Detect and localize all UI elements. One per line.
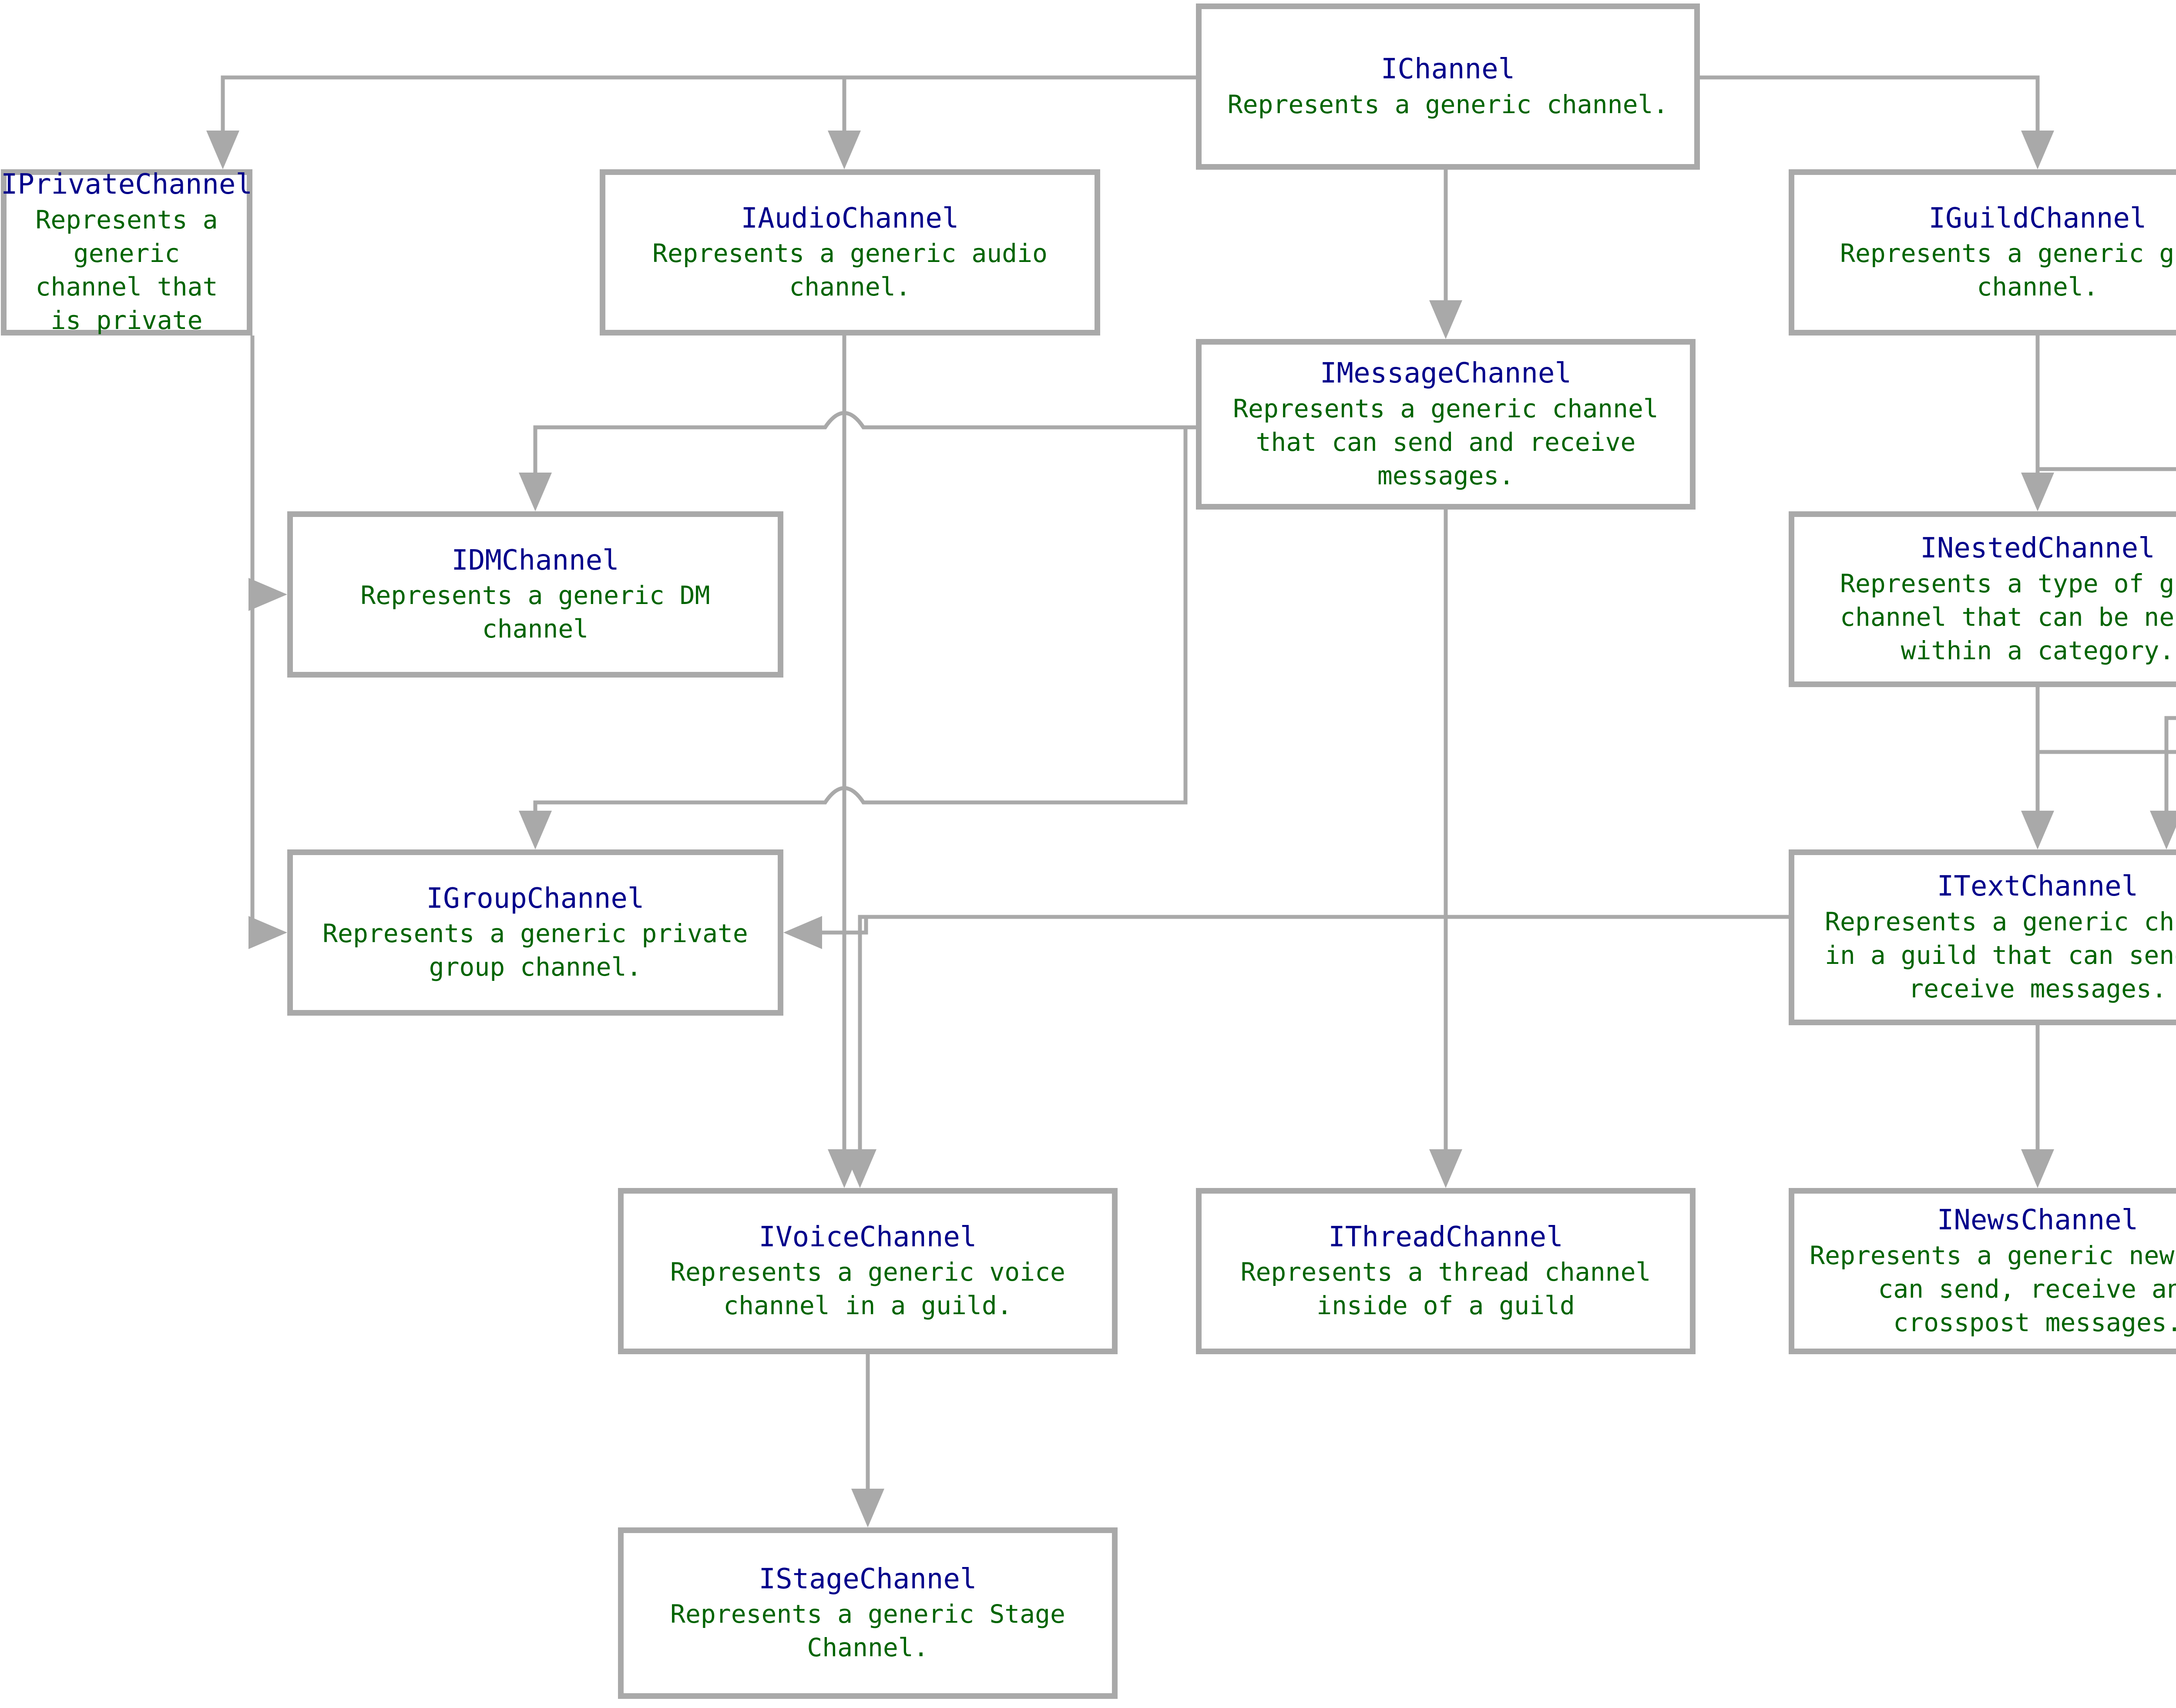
edge-imessagechannel-to-idmchannel bbox=[519, 411, 1196, 511]
node-imessagechannel[interactable]: IMessageChannel Represents a generic cha… bbox=[1196, 339, 1696, 510]
edge-iguildchannel-to-iintegrationchannel bbox=[2035, 336, 2176, 471]
edge-ivoicechannel-to-istagechannel bbox=[851, 1354, 884, 1527]
node-title: IChannel bbox=[1380, 53, 1515, 86]
node-ichannel[interactable]: IChannel Represents a generic channel. bbox=[1196, 3, 1700, 170]
node-inestedchannel[interactable]: INestedChannel Represents a type of guil… bbox=[1789, 511, 2176, 687]
node-title: IGroupChannel bbox=[426, 882, 645, 915]
edge-iintegrationchannel-to-itextchannel bbox=[2150, 716, 2176, 849]
node-description: Represents a generic channel that can se… bbox=[1233, 393, 1659, 490]
edge-ichannel-to-imessagechannel bbox=[1429, 170, 1462, 339]
edge-ichannel-to-iprivatechannel bbox=[206, 75, 1196, 169]
node-title: IStageChannel bbox=[759, 1563, 977, 1595]
node-iaudiochannel[interactable]: IAudioChannel Represents a generic audio… bbox=[600, 169, 1100, 336]
node-description: Represents a generic channel in a guild … bbox=[1825, 906, 2176, 1003]
node-itextchannel[interactable]: ITextChannel Represents a generic channe… bbox=[1789, 849, 2176, 1025]
node-title: IMessageChannel bbox=[1320, 357, 1572, 389]
node-title: IPrivateChannel bbox=[1, 168, 252, 201]
node-description: Represents a thread channel inside of a … bbox=[1240, 1257, 1651, 1321]
node-ivoicechannel[interactable]: IVoiceChannel Represents a generic voice… bbox=[618, 1188, 1118, 1354]
node-title: IGuildChannel bbox=[1928, 202, 2147, 235]
node-description: Represents a generic channel. bbox=[1227, 89, 1669, 119]
edge-itextchannel-to-inewschannel bbox=[2021, 1025, 2054, 1188]
edge-itextchannel-to-igroupchannel bbox=[783, 915, 1789, 949]
node-description: Represents a generic DM channel bbox=[360, 581, 710, 644]
edge-ichannel-to-iaudiochannel bbox=[828, 75, 1196, 169]
node-idmchannel[interactable]: IDMChannel Represents a generic DM chann… bbox=[287, 511, 783, 678]
node-description: Represents a generic voice channel in a … bbox=[670, 1257, 1065, 1321]
edge-iaudiochannel-to-ivoicechannel bbox=[828, 336, 861, 1188]
node-title: ITextChannel bbox=[1937, 870, 2139, 903]
node-igroupchannel[interactable]: IGroupChannel Represents a generic priva… bbox=[287, 849, 783, 1016]
node-description: Represents a generic channel that is pri… bbox=[35, 205, 218, 336]
node-title: IVoiceChannel bbox=[759, 1221, 977, 1253]
node-ithreadchannel[interactable]: IThreadChannel Represents a thread chann… bbox=[1196, 1188, 1696, 1354]
edge-inestedchannel-to-iforumchannel bbox=[2035, 687, 2176, 754]
node-title: INestedChannel bbox=[1920, 532, 2155, 564]
node-title: IThreadChannel bbox=[1328, 1221, 1563, 1253]
node-description: Represents a type of guild channel that … bbox=[1840, 568, 2176, 665]
node-title: IAudioChannel bbox=[741, 202, 959, 235]
node-iguildchannel[interactable]: IGuildChannel Represents a generic guild… bbox=[1789, 169, 2176, 336]
edge-itextchannel-to-ivoicechannel bbox=[843, 915, 1789, 1188]
node-title: INewsChannel bbox=[1937, 1204, 2139, 1236]
edge-imessagechannel-to-ithreadchannel bbox=[1429, 510, 1462, 1188]
node-istagechannel[interactable]: IStageChannel Represents a generic Stage… bbox=[618, 1527, 1118, 1699]
node-title: IDMChannel bbox=[451, 544, 619, 577]
node-description: Represents a generic audio channel. bbox=[652, 238, 1048, 302]
node-inewschannel[interactable]: INewsChannel Represents a generic news t… bbox=[1789, 1188, 2176, 1354]
node-description: Represents a generic private group chann… bbox=[322, 919, 748, 982]
node-description: Represents a generic guild channel. bbox=[1840, 238, 2176, 302]
edge-iprivatechannel-to-igroupchannel bbox=[248, 336, 287, 949]
node-description: Represents a generic Stage Channel. bbox=[670, 1599, 1065, 1663]
edge-ichannel-to-iguildchannel bbox=[1700, 75, 2054, 169]
node-iprivatechannel[interactable]: IPrivateChannel Represents a generic cha… bbox=[1, 168, 252, 336]
node-description: Represents a generic news that can send,… bbox=[1810, 1240, 2176, 1337]
